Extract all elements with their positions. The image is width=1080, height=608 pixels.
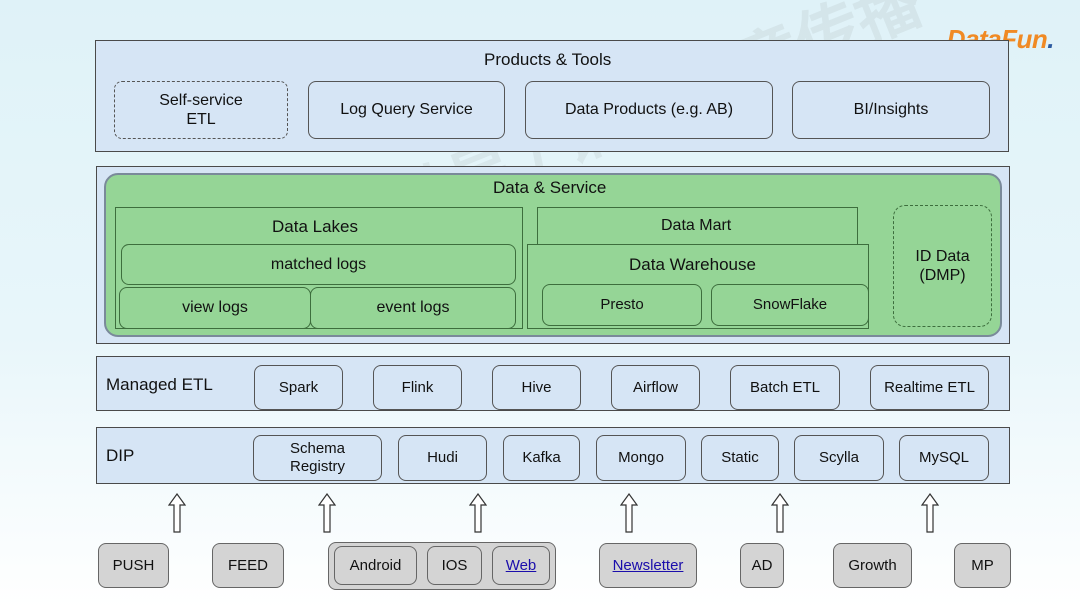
- up-arrow-icon: [921, 493, 939, 533]
- android-source: Android: [334, 546, 417, 585]
- id-data-dmp-box: ID Data (DMP): [893, 205, 992, 327]
- batch-etl-box: Batch ETL: [730, 365, 840, 410]
- airflow-box: Airflow: [611, 365, 700, 410]
- newsletter-source[interactable]: Newsletter: [599, 543, 697, 588]
- realtime-etl-box: Realtime ETL: [870, 365, 989, 410]
- ad-source: AD: [740, 543, 784, 588]
- kafka-box: Kafka: [503, 435, 580, 481]
- matched-logs-box: matched logs: [121, 244, 516, 285]
- data-lakes-title: Data Lakes: [272, 217, 358, 236]
- push-source: PUSH: [98, 543, 169, 588]
- up-arrow-icon: [620, 493, 638, 533]
- scylla-box: Scylla: [794, 435, 884, 481]
- mysql-box: MySQL: [899, 435, 989, 481]
- bi-insights-box: BI/Insights: [792, 81, 990, 139]
- growth-source: Growth: [833, 543, 912, 588]
- presto-box: Presto: [542, 284, 702, 326]
- up-arrow-icon: [469, 493, 487, 533]
- data-products-box: Data Products (e.g. AB): [525, 81, 773, 139]
- hive-box: Hive: [492, 365, 581, 410]
- self-service-etl-box: Self-service ETL: [114, 81, 288, 139]
- flink-box: Flink: [373, 365, 462, 410]
- managed-etl-label: Managed ETL: [106, 375, 213, 394]
- feed-source: FEED: [212, 543, 284, 588]
- logo-dot: .: [1047, 24, 1054, 54]
- event-logs-box: event logs: [310, 287, 516, 329]
- data-mart-title: Data Mart: [661, 217, 732, 234]
- dip-label: DIP: [106, 446, 135, 465]
- up-arrow-icon: [168, 493, 186, 533]
- static-box: Static: [701, 435, 779, 481]
- view-logs-box: view logs: [119, 287, 311, 329]
- web-source[interactable]: Web: [492, 546, 550, 585]
- hudi-box: Hudi: [398, 435, 487, 481]
- spark-box: Spark: [254, 365, 343, 410]
- newsletter-link[interactable]: Newsletter: [612, 556, 684, 574]
- snowflake-box: SnowFlake: [711, 284, 869, 326]
- log-query-service-box: Log Query Service: [308, 81, 505, 139]
- schema-registry-box: Schema Registry: [253, 435, 382, 481]
- mp-source: MP: [954, 543, 1011, 588]
- up-arrow-icon: [318, 493, 336, 533]
- data-service-title: Data & Service: [493, 178, 607, 197]
- ios-source: IOS: [427, 546, 482, 585]
- products-title: Products & Tools: [484, 50, 612, 69]
- data-warehouse-title: Data Warehouse: [629, 255, 756, 274]
- mongo-box: Mongo: [596, 435, 686, 481]
- up-arrow-icon: [771, 493, 789, 533]
- web-link[interactable]: Web: [505, 556, 537, 574]
